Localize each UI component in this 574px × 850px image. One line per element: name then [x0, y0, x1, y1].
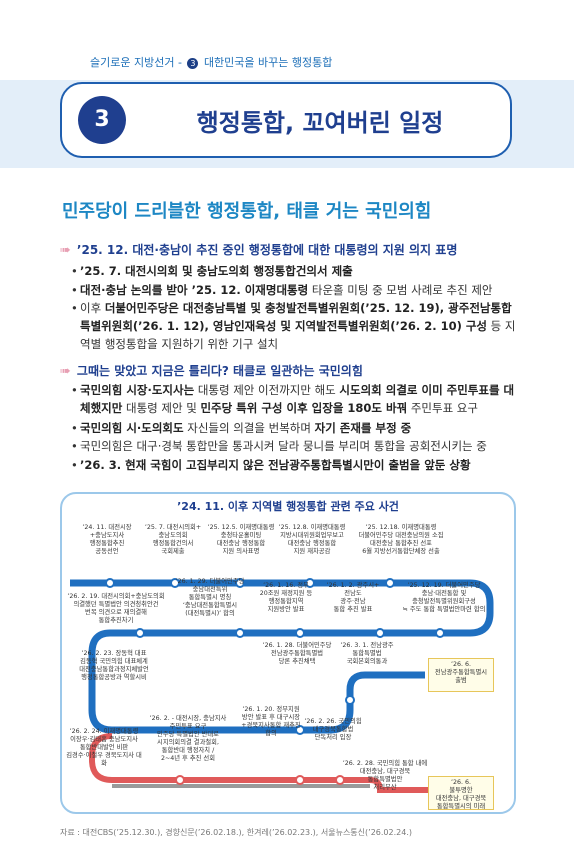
timeline-frame — [60, 492, 516, 814]
bullet-2-2: 국민의힘 시·도의회도 자신들의 의결을 번복하며 자기 존재를 부정 중 — [71, 419, 520, 437]
station-marker — [335, 775, 345, 785]
bullet-1-1: ’25. 7. 대전시의회 및 충남도의회 행정통합건의서 제출 — [71, 262, 520, 280]
section-heading-2: ➠그때는 맞았고 지금은 틀리다? 태클로 일관하는 국민의힘 — [60, 364, 363, 379]
station-marker — [175, 775, 185, 785]
section-subheading: 민주당이 드리블한 행정통합, 태클 거는 국민의힘 — [62, 201, 432, 222]
breadcrumb-chapter: 대한민국을 바꾸는 행정통합 — [203, 56, 333, 69]
station-marker — [235, 628, 245, 638]
station-marker — [375, 628, 385, 638]
station-marker — [345, 695, 355, 705]
station-marker — [170, 578, 180, 588]
red-stations — [175, 775, 345, 785]
station-marker — [135, 628, 145, 638]
station-marker — [235, 578, 245, 588]
breadcrumb-number-icon: 3 — [187, 58, 199, 69]
station-marker — [385, 578, 395, 588]
page-title: 행정통합, 꼬여버린 일정 — [196, 109, 444, 137]
station-marker — [305, 578, 315, 588]
station-marker — [295, 725, 305, 735]
blue-track — [70, 579, 494, 734]
timeline-stations — [105, 578, 445, 735]
bullet-2-4: ’26. 3. 현재 국힘이 고집부리지 않은 전남광주통합특별시만이 출범을 … — [71, 456, 520, 474]
red-track — [89, 733, 428, 793]
bullet-2-1: 국민의힘 시장·도지사는 대통령 제안 이전까지만 해도 시도의회 의결로 이미… — [71, 381, 520, 417]
timeline-title: ’24. 11. 이후 지역별 행정통합 관련 주요 사건 — [177, 500, 399, 513]
section-heading-1: ➠’25. 12. 대전·충남이 추진 중인 행정통합에 대한 대통령의 지원 … — [60, 243, 458, 258]
bullet-1-2: 대전·충남 논의를 받아 ’25. 12. 이재명대통령 타운홀 미팅 중 모범… — [71, 281, 520, 299]
bullet-2-3: 국민의힘은 대구·경북 통합만을 통과시켜 달라 뭉니를 부리며 통합을 공회전… — [71, 437, 520, 455]
breadcrumb: 슬기로운 지방선거 - 3 대한민국을 바꾸는 행정통합 — [90, 56, 333, 69]
breadcrumb-section: 슬기로운 지방선거 — [90, 56, 175, 69]
bullet-1-3: 이후 더불어민주당은 대전충남특별 및 충청발전특별위원회(’25. 12. 1… — [71, 299, 520, 353]
arrow-icon: ➠ — [60, 364, 71, 379]
source-note: 자료 : 대전CBS(’25.12.30.), 경향신문(’26.02.18.)… — [60, 828, 412, 837]
station-marker — [295, 628, 305, 638]
station-marker — [105, 578, 115, 588]
station-marker — [435, 628, 445, 638]
chapter-number-badge: 3 — [78, 96, 126, 144]
station-marker — [295, 775, 305, 785]
title-box — [60, 82, 512, 158]
arrow-icon: ➠ — [60, 243, 71, 258]
